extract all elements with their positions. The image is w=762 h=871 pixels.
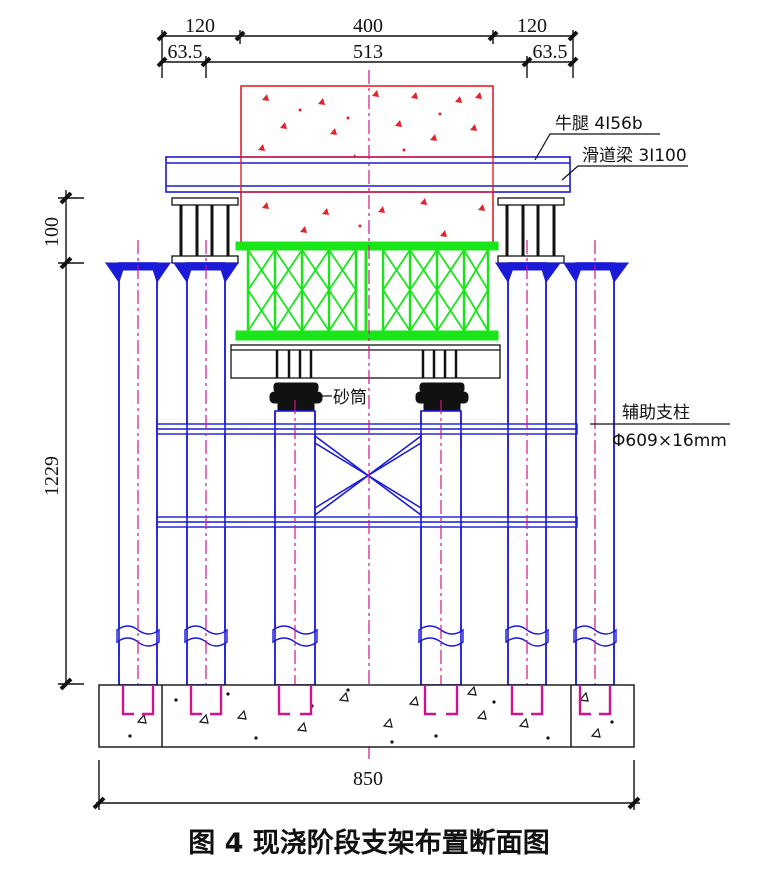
dim-63-5-right: 63.5 <box>533 41 568 63</box>
dim-1229: 1229 <box>41 456 63 496</box>
corbel-right <box>497 197 565 264</box>
corbel-left <box>171 197 239 264</box>
centerlines <box>137 70 596 760</box>
foundation <box>98 684 635 748</box>
distribution-beam <box>230 344 501 379</box>
top-dimensions <box>156 30 579 78</box>
dim-100: 100 <box>41 217 63 247</box>
corbel-label: 牛腿 4I56b <box>555 114 643 134</box>
slide-beam <box>165 156 571 193</box>
bottom-dimension <box>92 760 641 810</box>
column-caps <box>104 262 630 284</box>
dim-120-left: 120 <box>185 15 215 37</box>
foundation-aggregate <box>136 685 601 738</box>
slide-beam-label: 滑道梁 3I100 <box>582 146 687 166</box>
sand-cylinder-label: 砂筒 <box>333 388 367 408</box>
dim-400: 400 <box>353 15 383 37</box>
dim-120-right: 120 <box>517 15 547 37</box>
dim-63-5-left: 63.5 <box>168 41 203 63</box>
cross-bracing <box>314 435 422 516</box>
leaders <box>318 133 730 425</box>
bailey-truss <box>235 241 499 341</box>
aux-column-spec: Φ609×16mm <box>612 431 727 451</box>
figure-caption: 图 4 现浇阶段支架布置断面图 <box>188 828 550 859</box>
anchor-bars <box>121 685 612 716</box>
aux-column-label: 辅助支柱 <box>622 403 690 423</box>
dim-850: 850 <box>353 768 383 790</box>
left-dimensions <box>58 190 84 691</box>
column-edges <box>118 263 615 685</box>
sand-cylinder-right <box>415 382 469 412</box>
dim-513: 513 <box>353 41 383 63</box>
sand-cylinder-left <box>269 382 323 412</box>
